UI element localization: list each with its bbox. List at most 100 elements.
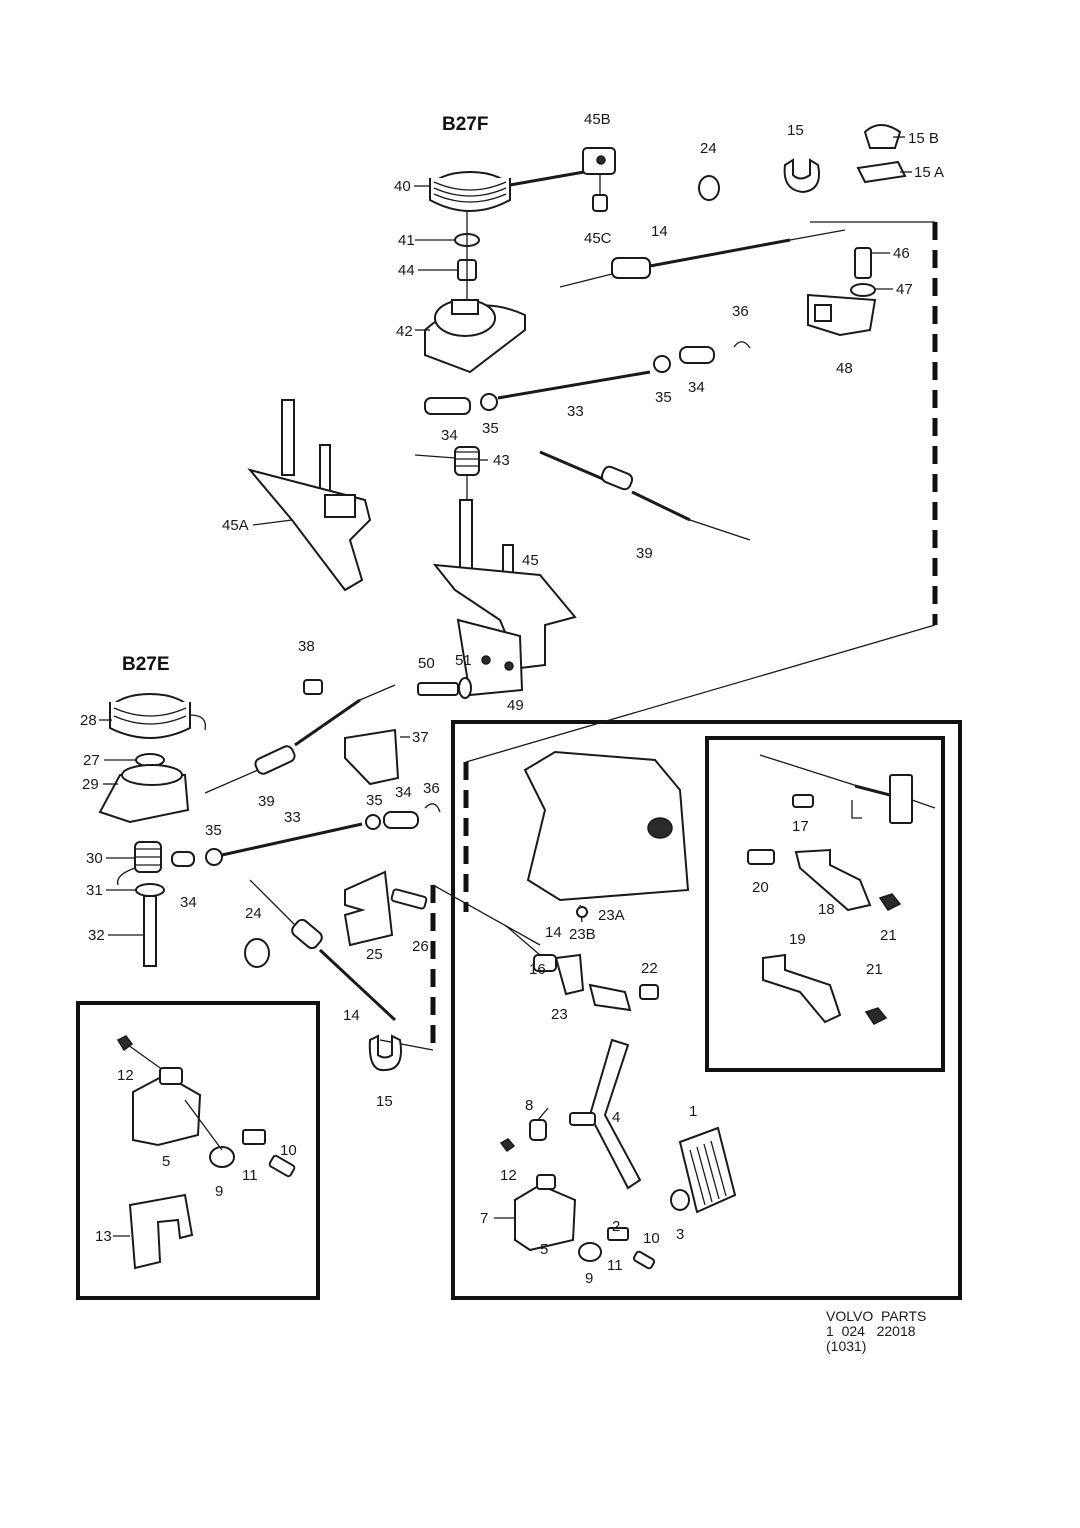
bracket-25 [343,870,394,947]
part-label-17: 17 [792,818,809,835]
bolt-26 [390,888,428,910]
part-label-5-pedal: 5 [540,1241,548,1258]
part-label-32: 32 [88,927,105,944]
part-label-27: 27 [83,752,100,769]
part-label-23: 23 [551,1006,568,1023]
part-label-34-lower-left: 34 [180,894,197,911]
part-label-44: 44 [398,262,415,279]
switch-5 [514,1174,656,1270]
part-label-22: 22 [641,960,658,977]
part-label-40: 40 [394,178,411,195]
part-label-23a: 23A [598,907,625,924]
part-label-19: 19 [789,931,806,948]
part-label-12-left: 12 [117,1067,134,1084]
footer-edition: (1031) [826,1338,867,1354]
part-label-1: 1 [689,1103,697,1120]
right-detail-parts [747,754,936,1025]
part-label-15-lower: 15 [376,1093,393,1110]
part-label-14-upper: 14 [651,223,668,240]
part-label-15a: 15 A [914,164,944,181]
bracket-37 [344,728,400,786]
part-label-35-upper-left: 35 [482,420,499,437]
part-label-48: 48 [836,360,853,377]
part-label-41: 41 [398,232,415,249]
part-label-45c: 45C [584,230,612,247]
return-spring-30 [116,841,162,886]
main-pedal-box [451,720,962,1300]
part-label-35-upper-right: 35 [655,389,672,406]
detail-box-right [705,736,945,1072]
part-label-11-left: 11 [242,1167,258,1184]
footer-part-number: 1 024 22018 [826,1323,916,1339]
part-label-16: 16 [529,961,546,978]
parts-reference-footer: VOLVO PARTS 1 024 22018 (1031) [826,1309,1006,1354]
throttle-housing-42 [424,299,526,374]
part-label-9-pedal: 9 [585,1270,593,1287]
part-label-30: 30 [86,850,103,867]
pedal-arm-4 [569,1038,642,1190]
clip-15a [856,160,907,184]
pedal-cable-14 [504,924,659,1012]
part-label-36-upper: 36 [732,303,749,320]
part-label-45b: 45B [584,111,611,128]
part-label-31: 31 [86,882,103,899]
footer-brand: VOLVO PARTS [826,1308,927,1324]
pedal-pad-1 [678,1126,737,1214]
part-labels: B27F B27E 45B 45C 24 15 15 B 15 A 40 41 … [80,111,944,1287]
part-label-26: 26 [412,938,429,955]
washer-31 [135,883,165,897]
pedal-box-parts [499,750,737,1270]
part-label-34-upper-right: 34 [688,379,705,396]
throttle-cable-14-upper [559,229,846,288]
part-label-36-lower: 36 [423,780,440,797]
spring-8 [529,1107,549,1141]
part-label-14-lower: 14 [343,1007,360,1024]
part-label-25: 25 [366,946,383,963]
throttle-rod-33-upper [424,341,751,415]
part-label-37: 37 [412,729,429,746]
part-label-45: 45 [522,552,539,569]
engine-label-b27f: B27F [442,114,488,135]
part-label-20: 20 [752,879,769,896]
part-label-10-left: 10 [280,1142,297,1159]
part-label-12-pedal: 12 [500,1167,517,1184]
clip-15b [863,124,902,149]
part-label-29: 29 [82,776,99,793]
b27f-assembly [247,124,907,697]
part-label-35-lower-left: 35 [205,822,222,839]
part-label-46: 46 [893,245,910,262]
grommet-24-lower [244,938,270,968]
throttle-housing-29 [98,764,190,824]
part-label-21-upper: 21 [880,927,897,944]
spring-drum-28 [109,693,207,739]
kickdown-cable-39-lower [204,684,396,794]
part-label-4: 4 [612,1109,620,1126]
part-label-39-upper: 39 [636,545,653,562]
mounting-bracket-45 [432,499,577,697]
part-label-35-lower-right: 35 [366,792,383,809]
part-label-13: 13 [95,1228,112,1245]
cable-clip-15-upper [783,158,820,194]
detail-box-left [76,1001,320,1300]
part-label-45a: 45A [222,517,249,534]
b27e-assembly [98,679,441,1072]
part-label-38: 38 [298,638,315,655]
part-label-24-upper: 24 [700,140,717,157]
part-label-9-left: 9 [215,1183,223,1200]
bracket-18 [794,848,872,912]
grommet-24-upper [698,175,720,201]
part-label-3: 3 [676,1226,684,1243]
leader-lines [99,136,912,1237]
return-spring-43 [414,446,480,500]
part-label-49: 49 [507,697,524,714]
part-label-10-pedal: 10 [643,1230,660,1247]
cable-clip-15-lower [368,1034,402,1072]
part-label-42: 42 [396,323,413,340]
part-label-15-upper: 15 [787,122,804,139]
part-label-39-lower: 39 [258,793,275,810]
engine-label-b27e: B27E [122,654,170,675]
part-label-34-lower-right: 34 [395,784,412,801]
part-label-5-left: 5 [162,1153,170,1170]
cable-clamp-45b [582,147,616,212]
